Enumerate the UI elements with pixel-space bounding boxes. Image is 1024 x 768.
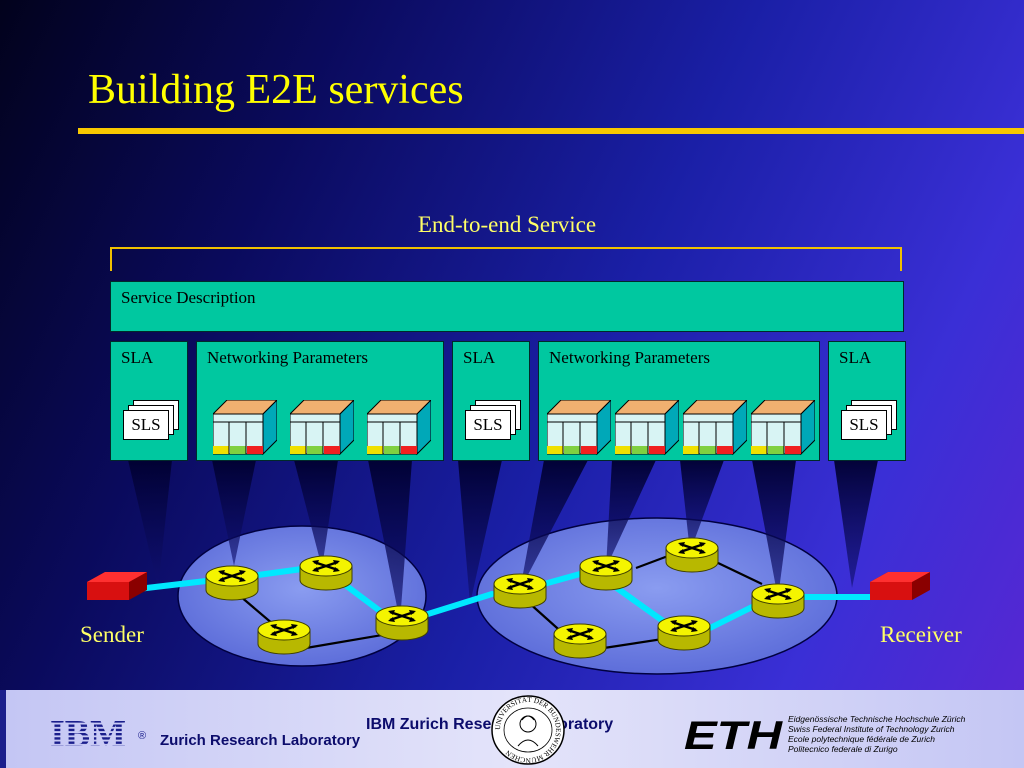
router-icon — [664, 536, 720, 574]
sla-label: SLA — [839, 348, 872, 367]
end-to-end-bracket — [110, 247, 902, 271]
router-icon — [374, 604, 430, 642]
end-to-end-service-label: End-to-end Service — [417, 212, 597, 237]
registered-mark: ® — [138, 730, 147, 742]
sla-label: SLA — [463, 348, 496, 367]
parameter-cube-icon — [367, 400, 431, 456]
eth-line: Swiss Federal Institute of Technology Zu… — [788, 724, 955, 734]
svg-text:ETH: ETH — [684, 716, 783, 752]
eth-line: Ecole polytechnique fédérale de Zurich — [788, 734, 935, 744]
parameter-cube-icon — [547, 400, 611, 456]
footer-bar: IBM ® Zurich Research Laboratory IBM Zur… — [0, 690, 1024, 768]
university-seal-icon: UNIVERSITÄT DER BUNDESWEHR MÜNCHEN — [491, 695, 565, 765]
service-description-box: Service Description — [110, 281, 904, 332]
sla-box: SLA SLS — [110, 341, 188, 461]
slide-title: Building E2E services — [88, 67, 464, 113]
network-cloud-left — [177, 525, 427, 667]
router-icon — [298, 554, 354, 592]
sls-label: SLS — [123, 410, 169, 440]
networking-parameters-label: Networking Parameters — [549, 348, 710, 367]
eth-line: Eidgenössische Technische Hochschule Zür… — [788, 714, 966, 724]
parameter-cube-icon — [615, 400, 679, 456]
parameter-cube-icon — [213, 400, 277, 456]
mapping-beams — [128, 460, 878, 622]
eth-logo-icon: ETH — [684, 716, 783, 752]
router-icon — [552, 622, 608, 660]
sls-label: SLS — [841, 410, 887, 440]
ibm-logo-icon: IBM — [50, 716, 126, 750]
router-icon — [256, 618, 312, 656]
parameter-cube-icon — [751, 400, 815, 456]
parameter-cube-icon — [290, 400, 354, 456]
networking-parameters-box: Networking Parameters — [538, 341, 820, 461]
svg-text:IBM: IBM — [50, 716, 126, 750]
receiver-label: Receiver — [880, 622, 962, 647]
networking-parameters-box: Networking Parameters — [196, 341, 444, 461]
router-icon — [750, 582, 806, 620]
service-description-label: Service Description — [121, 288, 256, 307]
eth-line: Politecnico federale di Zurigo — [788, 744, 898, 754]
sls-document-icon: SLS — [841, 400, 897, 440]
sls-document-icon: SLS — [123, 400, 179, 440]
parameter-cube-icon — [683, 400, 747, 456]
sender-host-icon — [87, 572, 147, 600]
sender-label: Sender — [80, 622, 144, 647]
sla-box: SLA SLS — [828, 341, 906, 461]
router-icon — [492, 572, 548, 610]
router-icon — [578, 554, 634, 592]
network-diagram — [87, 460, 930, 675]
router-icon — [656, 614, 712, 652]
footer-lab-name: Zurich Research Laboratory — [160, 732, 361, 749]
sls-label: SLS — [465, 410, 511, 440]
sls-document-icon: SLS — [465, 400, 521, 440]
title-underline — [78, 128, 1024, 134]
receiver-host-icon — [870, 572, 930, 600]
eth-institution-names: Eidgenössische Technische Hochschule Zür… — [788, 714, 965, 754]
sla-box: SLA SLS — [452, 341, 530, 461]
sla-label: SLA — [121, 348, 154, 367]
router-icon — [204, 564, 260, 602]
networking-parameters-label: Networking Parameters — [207, 348, 368, 367]
